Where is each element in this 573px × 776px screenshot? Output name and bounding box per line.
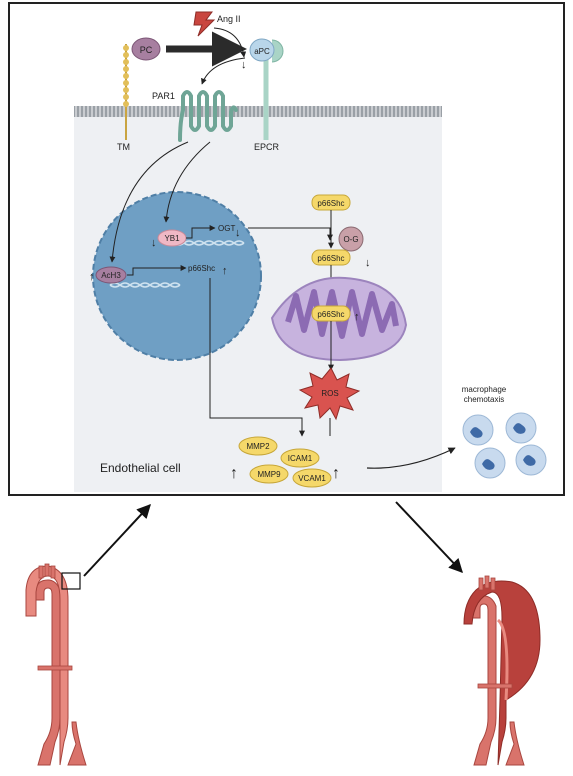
og-modification: [338, 226, 364, 252]
p66shc-mito-label: p66Shc: [317, 310, 344, 319]
par1-to-ach3-arrow: [109, 141, 189, 263]
ogt-label: OGT: [218, 224, 235, 233]
dna-strand-bottom: [109, 282, 181, 288]
p66shc-nucleus-up-arrow: ↑: [222, 265, 228, 277]
pc-protein: [131, 37, 161, 61]
mmp2-protein: [238, 436, 278, 456]
p66shc-to-mmp-arrow: [209, 278, 305, 437]
tm-label: TM: [117, 142, 130, 152]
par1-receptor: [178, 90, 238, 142]
ang-ii-arrow: [213, 27, 247, 58]
ang-ii-lightning-icon: [193, 11, 216, 37]
epcr-label: EPCR: [254, 142, 280, 152]
og-down-arrow: ↓: [365, 257, 371, 269]
ang-ii-label: Ang II: [217, 14, 241, 24]
icam1-protein: [280, 448, 320, 468]
pc-label: PC: [140, 45, 153, 55]
arrow-to-aneurysm: [395, 501, 463, 574]
og-label: O-G: [343, 235, 358, 244]
mmp-right-up-arrow: ↑: [332, 465, 340, 482]
macrophage-cells: [462, 412, 547, 479]
dna-strand-bottom-2: [109, 282, 181, 288]
ach3-up-arrow: ↑: [89, 271, 95, 283]
ach3-protein: [95, 266, 127, 284]
par1-label: PAR1: [152, 91, 175, 101]
p66shc-mito-up-arrow: ↑: [354, 311, 360, 323]
apc-down-arrow: ↓: [241, 59, 247, 71]
yb1-to-ogt-arrow: [186, 225, 216, 239]
mmp-left-up-arrow: ↑: [230, 465, 238, 482]
arrow-to-frame: [83, 503, 151, 577]
aorta-selection-box: [61, 572, 81, 590]
p66shc-og-label: p66Shc: [317, 254, 344, 263]
mmp9-protein: [249, 464, 289, 484]
endothelial-cell-label: Endothelial cell: [100, 461, 181, 475]
chemotaxis-arrow: [366, 447, 456, 469]
yb1-label: YB1: [164, 234, 180, 243]
chemotaxis-label: chemotaxis: [464, 395, 504, 404]
apc-label: aPC: [254, 47, 270, 56]
ros-label: ROS: [321, 389, 338, 398]
nucleus: [92, 191, 262, 361]
par1-to-yb1-arrow: [163, 141, 211, 223]
ogt-down-arrow: ↓: [235, 227, 241, 239]
p66shc-nucleus-label: p66Shc: [188, 264, 215, 273]
normal-aorta: [25, 563, 87, 766]
mmp2-label: MMP2: [246, 442, 270, 451]
cell-membrane: [74, 106, 442, 117]
vcam1-protein: [292, 468, 332, 488]
ach3-label: AcH3: [101, 271, 121, 280]
apc-to-par1-arrow: [201, 57, 246, 85]
aneurysm-aorta: [463, 575, 541, 766]
vcam1-label: VCAM1: [298, 474, 326, 483]
yb1-down-arrow: ↓: [151, 237, 157, 249]
ogt-to-og-arrow: [248, 227, 333, 241]
p66shc-top-label: p66Shc: [317, 199, 344, 208]
macrophage-label: macrophage: [462, 385, 507, 394]
tm-receptor: [123, 44, 129, 140]
apc-protein: [249, 38, 275, 62]
mmp9-label: MMP9: [257, 470, 281, 479]
ach3-to-p66shc-arrow: [127, 265, 187, 276]
epcr-head: [271, 39, 284, 63]
ros-starburst: [298, 367, 361, 421]
icam1-label: ICAM1: [288, 454, 313, 463]
